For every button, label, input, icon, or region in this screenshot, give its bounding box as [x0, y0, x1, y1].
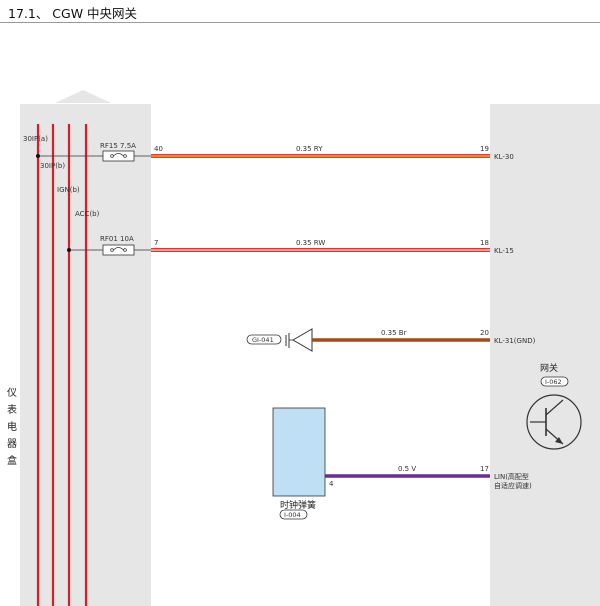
- pin-number: 18: [480, 239, 489, 247]
- signal-label: KL-30: [494, 153, 514, 161]
- transistor-icon: [526, 394, 582, 450]
- wire-spec-label: 0.5 V: [398, 465, 416, 473]
- power-line-label: 30IP(b): [40, 162, 65, 170]
- signal-label: KL-15: [494, 247, 514, 255]
- pin-number: 20: [480, 329, 489, 337]
- power-lines: [36, 124, 88, 606]
- signal-label: KL-31(GND): [494, 337, 536, 345]
- gateway-title: 网关: [540, 362, 558, 374]
- fuse-rf01-label: RF01 10A: [100, 235, 134, 243]
- signal-label: LIN(高配型: [494, 472, 529, 481]
- pin-number: 19: [480, 145, 489, 153]
- pin-number: 4: [329, 480, 334, 488]
- clock-spring-connector-label: I-004: [284, 511, 301, 519]
- ground-icon: [285, 328, 313, 352]
- ground-connector: GI-041: [246, 334, 282, 345]
- gateway-panel: [490, 104, 600, 606]
- junction-dot: [67, 248, 71, 252]
- wire-spec-label: 0.35 RY: [296, 145, 323, 153]
- panel-char-4: 器: [7, 438, 17, 450]
- signal-label-line2: 自适应调速): [494, 481, 532, 490]
- instrument-box-label: 仪 表 电 器 盒: [7, 387, 17, 467]
- power-line-label: 30IP(a): [23, 135, 48, 143]
- gateway-connector: I-062: [540, 376, 569, 387]
- panel-char-1: 仪: [7, 387, 17, 399]
- header-divider: [0, 22, 600, 23]
- page-title: 17.1、 CGW 中央网关: [8, 6, 138, 21]
- page-header: 17.1、 CGW 中央网关: [0, 0, 600, 24]
- clock-spring-box: [272, 407, 326, 497]
- wire-spec-label: 0.35 Br: [381, 329, 407, 337]
- panel-char-5: 盒: [7, 454, 17, 467]
- pin-number: 40: [154, 145, 163, 153]
- fuse-rf01: [102, 244, 135, 256]
- wire-spec-label: 0.35 RW: [296, 239, 325, 247]
- pin-number: 7: [154, 239, 158, 247]
- panel-char-3: 电: [7, 420, 17, 433]
- panel-arrow-icon: [55, 90, 111, 103]
- fuse-rf15-label: RF15 7.5A: [100, 142, 136, 150]
- clock-spring-connector: I-004: [279, 509, 308, 520]
- power-line-label: IGN(b): [57, 186, 80, 194]
- fuse-rf15: [102, 150, 135, 162]
- ground-connector-label: GI-041: [252, 336, 274, 344]
- pin-number: 17: [480, 465, 489, 473]
- junction-dot: [36, 154, 40, 158]
- gateway-connector-label: I-062: [545, 378, 562, 386]
- power-line-label: ACC(b): [75, 210, 100, 218]
- panel-char-2: 表: [7, 403, 17, 416]
- clock-spring-title: 时钟弹簧: [280, 499, 316, 511]
